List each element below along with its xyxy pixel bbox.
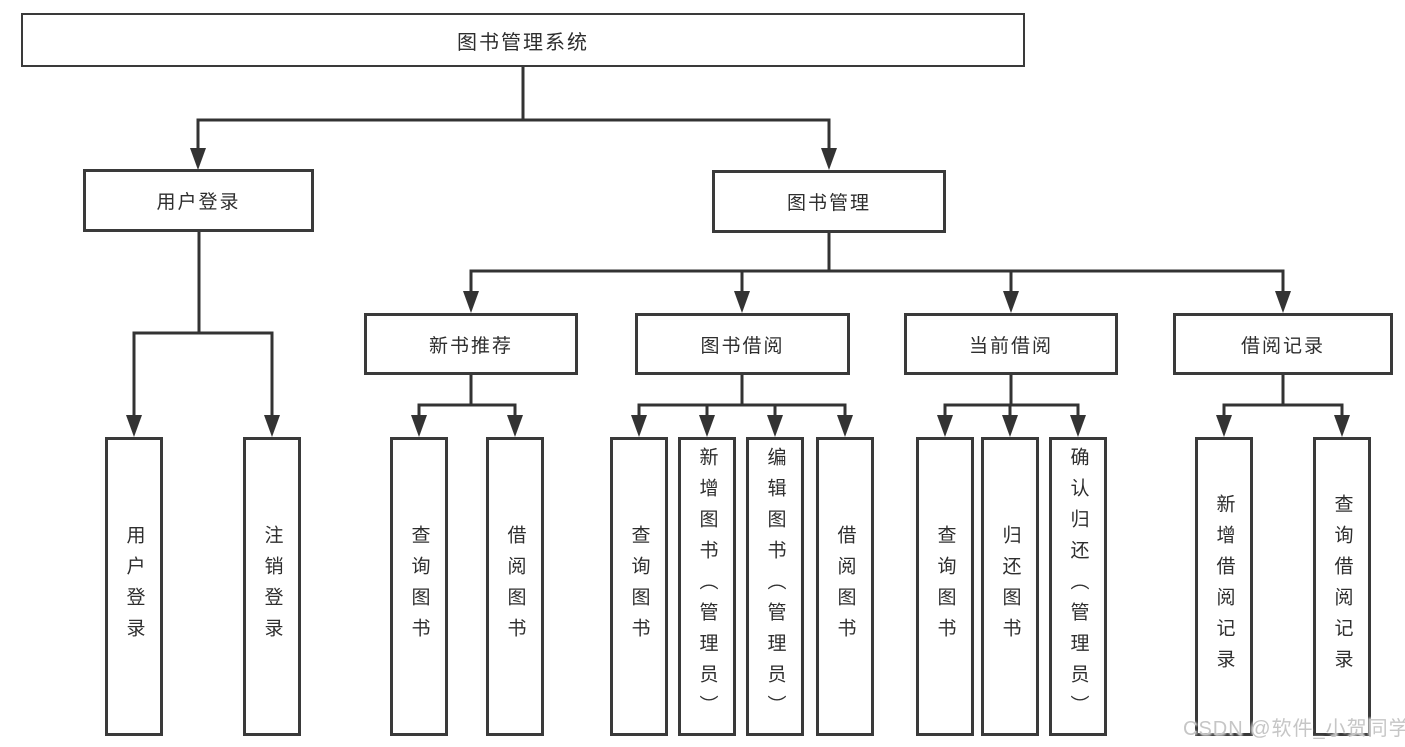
edge-book-management-fork <box>469 231 1285 295</box>
node-library-management-system: 图书管理系统 <box>21 13 1025 67</box>
node-book-borrow: 图书借阅 <box>635 313 850 375</box>
node-label: 图书管理系统 <box>457 31 589 54</box>
node-label: 图书管理 <box>786 193 871 214</box>
arrow-down-icon <box>264 415 280 437</box>
leaf-add-book-admin: 新增图书（管理员） <box>678 437 736 736</box>
arrow-down-icon <box>699 415 715 437</box>
node-label: 新增借阅记录 <box>1213 493 1235 680</box>
node-current-borrow: 当前借阅 <box>904 313 1118 375</box>
arrow-down-icon <box>1334 415 1350 437</box>
arrow-down-icon <box>821 148 837 170</box>
arrow-down-icon <box>837 415 853 437</box>
edge-user-login-fork <box>132 230 274 419</box>
leaf-query-books-recommend: 查询图书 <box>390 437 448 736</box>
edge-new-book-fork <box>417 373 517 419</box>
arrow-down-icon <box>126 415 142 437</box>
node-label: 当前借阅 <box>968 335 1053 357</box>
arrow-down-icon <box>1216 415 1232 437</box>
leaf-add-borrow-record: 新增借阅记录 <box>1195 437 1253 736</box>
arrow-down-icon <box>190 148 206 170</box>
node-label: 查询图书 <box>408 524 430 649</box>
edge-current-borrow-fork <box>943 373 1080 419</box>
node-label: 查询借阅记录 <box>1331 493 1353 680</box>
leaf-confirm-return-admin: 确认归还（管理员） <box>1049 437 1107 736</box>
node-label: 新增图书（管理员） <box>696 447 718 726</box>
node-label: 用户登录 <box>156 192 241 213</box>
leaf-edit-book-admin: 编辑图书（管理员） <box>746 437 804 736</box>
leaf-borrow-books-recommend: 借阅图书 <box>486 437 544 736</box>
watermark: CSDN @软件_小贺同学 <box>1183 718 1405 740</box>
arrow-down-icon <box>507 415 523 437</box>
leaf-user-login: 用户登录 <box>105 437 163 736</box>
edge-root-to-level2 <box>196 65 831 152</box>
node-label: 借阅图书 <box>834 524 856 649</box>
leaf-query-books-borrow: 查询图书 <box>610 437 668 736</box>
connector-paths <box>132 65 1344 419</box>
arrow-down-icon <box>1070 415 1086 437</box>
arrow-down-icon <box>631 415 647 437</box>
node-label: 借阅图书 <box>504 524 526 649</box>
node-label: 用户登录 <box>123 524 145 649</box>
leaf-query-books-current: 查询图书 <box>916 437 974 736</box>
node-label: 确认归还（管理员） <box>1067 447 1089 726</box>
arrow-down-icon <box>734 291 750 313</box>
leaf-return-book: 归还图书 <box>981 437 1039 736</box>
node-borrow-records: 借阅记录 <box>1173 313 1393 375</box>
leaf-query-borrow-record: 查询借阅记录 <box>1313 437 1371 736</box>
arrow-down-icon <box>767 415 783 437</box>
arrow-down-icon <box>1275 291 1291 313</box>
node-book-management: 图书管理 <box>712 170 946 233</box>
edge-borrow-record-fork <box>1222 373 1344 419</box>
node-label: 查询图书 <box>934 524 956 649</box>
node-label: 查询图书 <box>628 524 650 649</box>
arrow-down-icon <box>1002 415 1018 437</box>
node-new-book-recommend: 新书推荐 <box>364 313 578 375</box>
leaf-borrow-books-borrow: 借阅图书 <box>816 437 874 736</box>
arrow-down-icon <box>463 291 479 313</box>
node-label: 注销登录 <box>261 524 283 649</box>
arrow-down-icon <box>937 415 953 437</box>
leaf-logout: 注销登录 <box>243 437 301 736</box>
node-label: 借阅记录 <box>1240 335 1325 357</box>
node-user-login: 用户登录 <box>83 169 314 232</box>
node-label: 归还图书 <box>999 524 1021 649</box>
arrow-down-icon <box>1003 291 1019 313</box>
node-label: 编辑图书（管理员） <box>764 447 786 726</box>
edge-book-borrow-fork <box>637 373 847 419</box>
node-label: 图书借阅 <box>700 335 785 357</box>
arrow-down-icon <box>411 415 427 437</box>
arrowhead-icons <box>126 148 1350 437</box>
node-label: 新书推荐 <box>428 335 513 357</box>
